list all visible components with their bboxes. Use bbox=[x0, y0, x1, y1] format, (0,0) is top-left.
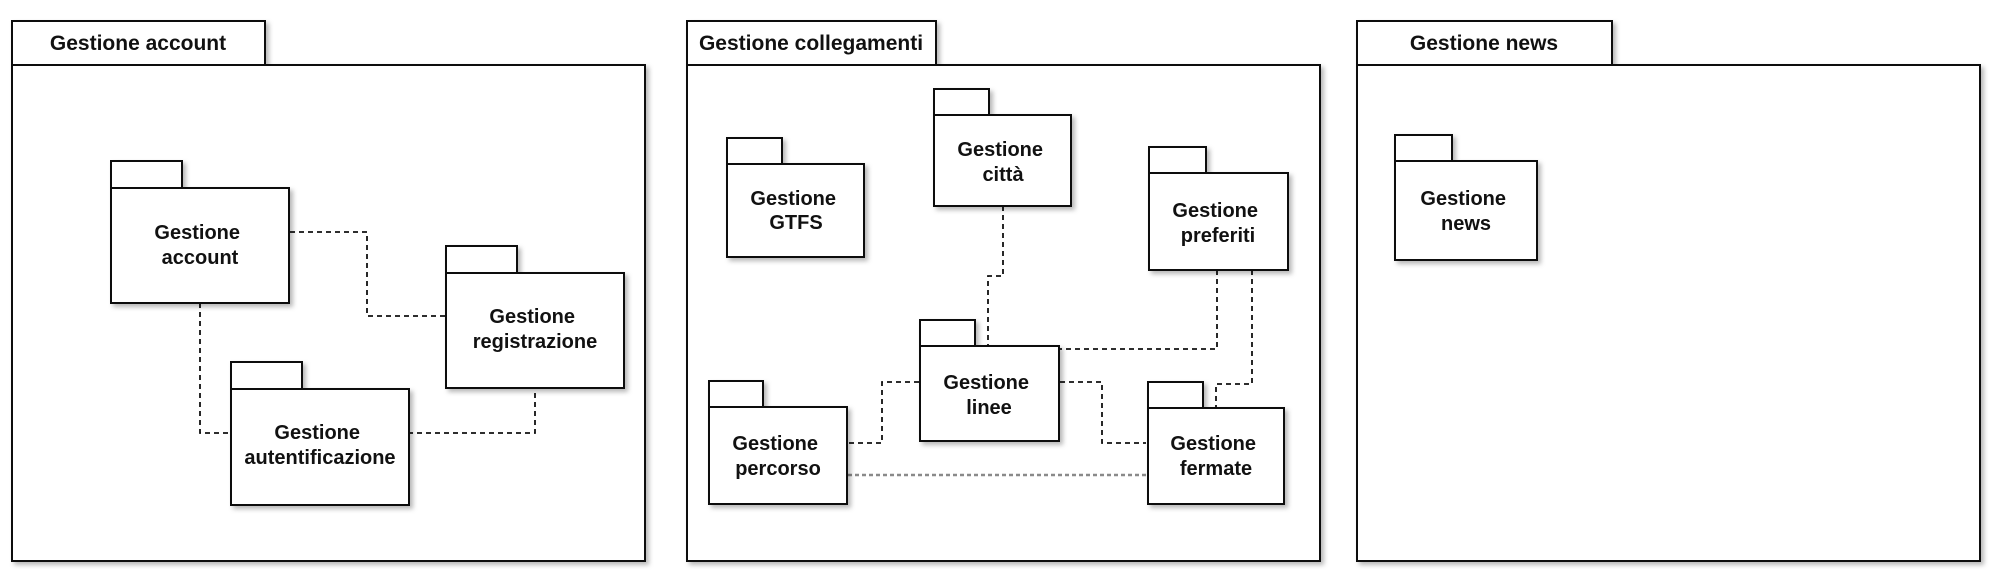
package-gestione-fermate[interactable]: Gestione fermate bbox=[1147, 381, 1285, 505]
frame-news-body bbox=[1356, 64, 1981, 562]
connector-account-autentificazione bbox=[199, 303, 230, 434]
frame-news-tab bbox=[1356, 20, 1613, 66]
connector-autentificazione-registrazione bbox=[408, 388, 536, 434]
package-linee-label: Gestione linee bbox=[943, 372, 1034, 419]
package-gestione-gtfs[interactable]: Gestione GTFS bbox=[726, 137, 865, 258]
package-preferiti-label: Gestione preferiti bbox=[1172, 200, 1263, 247]
package-gestione-linee[interactable]: Gestione linee bbox=[919, 319, 1060, 442]
connector-preferiti-linee bbox=[1060, 270, 1218, 350]
package-gestione-citta[interactable]: Gestione città bbox=[933, 88, 1072, 207]
frame-collegamenti-tab bbox=[686, 20, 937, 66]
package-gestione-news[interactable]: Gestione news bbox=[1394, 134, 1538, 261]
package-gestione-percorso[interactable]: Gestione percorso bbox=[708, 380, 848, 505]
account-connectors bbox=[199, 231, 536, 434]
package-gestione-autentificazione[interactable]: Gestione autentificazione bbox=[230, 361, 410, 506]
package-registrazione-label: Gestione registrazione bbox=[473, 306, 597, 353]
frame-gestione-account: Gestione account Gestione account bbox=[11, 20, 646, 562]
connector-account-registrazione bbox=[290, 231, 445, 317]
collegamenti-connectors bbox=[848, 206, 1253, 444]
frame-news-title: Gestione news bbox=[1410, 32, 1558, 55]
package-gestione-registrazione[interactable]: Gestione registrazione bbox=[445, 245, 625, 389]
package-account-label: Gestione account bbox=[154, 222, 245, 269]
package-percorso-label: Gestione percorso bbox=[732, 433, 823, 480]
package-gtfs-label: Gestione GTFS bbox=[750, 188, 841, 234]
package-gestione-preferiti[interactable]: Gestione preferiti bbox=[1148, 146, 1289, 271]
package-fermate-label: Gestione fermate bbox=[1170, 433, 1261, 480]
frame-account-tab bbox=[11, 20, 266, 66]
package-gestione-account[interactable]: Gestione account bbox=[110, 160, 290, 304]
connector-citta-linee bbox=[987, 206, 1004, 346]
connector-linee-percorso bbox=[848, 381, 919, 444]
package-autentificazione-label: Gestione autentificazione bbox=[244, 422, 395, 469]
connector-preferiti-fermate bbox=[1215, 270, 1253, 408]
frame-gestione-collegamenti: Gestione collegamenti Gestione GTFS bbox=[686, 20, 1321, 562]
frame-collegamenti-title: Gestione collegamenti bbox=[699, 32, 923, 55]
package-citta-label: Gestione città bbox=[957, 139, 1048, 186]
frame-gestione-news: Gestione news Gestione news bbox=[1356, 20, 1981, 562]
frame-account-title: Gestione account bbox=[50, 32, 226, 55]
connector-linee-fermate bbox=[1060, 381, 1146, 444]
package-news-label: Gestione news bbox=[1420, 188, 1511, 235]
